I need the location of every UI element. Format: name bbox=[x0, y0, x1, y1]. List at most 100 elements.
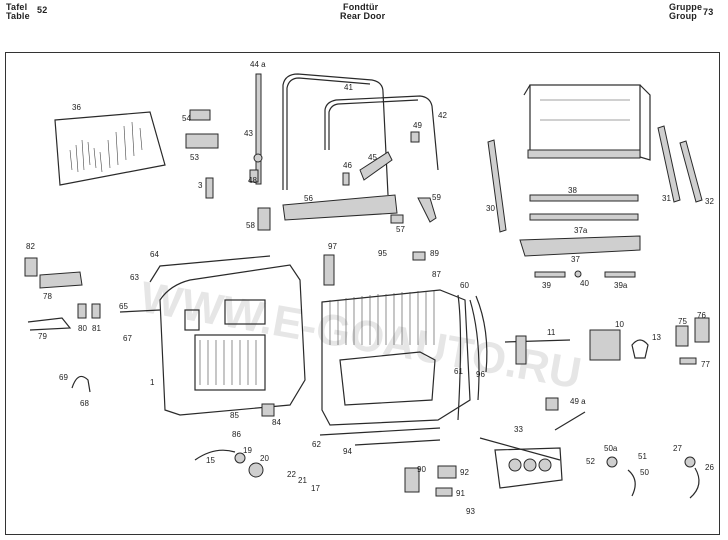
part-52 bbox=[606, 456, 618, 468]
label-78: 78 bbox=[43, 292, 52, 301]
vertical-strip-part bbox=[255, 73, 262, 185]
label-36: 36 bbox=[72, 103, 81, 112]
seal-61 bbox=[469, 299, 480, 401]
label-67: 67 bbox=[123, 334, 132, 343]
label-87: 87 bbox=[432, 270, 441, 279]
part-3 bbox=[205, 177, 214, 199]
label-49a: 49 a bbox=[570, 397, 586, 406]
part-40 bbox=[574, 270, 582, 278]
label-39: 39 bbox=[542, 281, 551, 290]
label-85: 85 bbox=[230, 411, 239, 420]
label-86: 86 bbox=[232, 430, 241, 439]
label-94: 94 bbox=[343, 447, 352, 456]
label-61: 61 bbox=[454, 367, 463, 376]
part-57 bbox=[390, 214, 404, 224]
label-50: 50 bbox=[640, 468, 649, 477]
label-96: 96 bbox=[476, 370, 485, 379]
part-49a bbox=[545, 397, 559, 411]
label-90: 90 bbox=[417, 465, 426, 474]
part-82 bbox=[24, 257, 38, 277]
label-59: 59 bbox=[432, 193, 441, 202]
seal-96 bbox=[475, 295, 488, 373]
part-97 bbox=[323, 254, 335, 286]
part-68 bbox=[71, 375, 91, 393]
handle-26 bbox=[689, 467, 700, 499]
handle-50 bbox=[627, 469, 636, 497]
label-32: 32 bbox=[705, 197, 714, 206]
lock-part-10 bbox=[589, 329, 621, 361]
label-48: 48 bbox=[248, 176, 257, 185]
label-30: 30 bbox=[486, 204, 495, 213]
group-label: Group bbox=[669, 11, 697, 21]
label-38: 38 bbox=[568, 186, 577, 195]
label-45: 45 bbox=[368, 153, 377, 162]
part-90 bbox=[404, 467, 420, 493]
part-84 bbox=[261, 403, 275, 417]
rod-65 bbox=[119, 309, 161, 313]
label-58: 58 bbox=[246, 221, 255, 230]
window-frame-seal-41-inner bbox=[286, 77, 371, 190]
strip-94 bbox=[354, 439, 441, 446]
part-76 bbox=[694, 317, 710, 343]
guide-rail-32 bbox=[679, 140, 703, 203]
part-19 bbox=[234, 452, 246, 464]
label-80: 80 bbox=[78, 324, 87, 333]
label-97: 97 bbox=[328, 242, 337, 251]
label-56: 56 bbox=[304, 194, 313, 203]
part-20 bbox=[248, 462, 264, 478]
label-77: 77 bbox=[701, 360, 710, 369]
label-39a: 39a bbox=[614, 281, 628, 290]
part-number-labels: 36 44 a 41 42 54 53 43 49 46 45 3 48 56 … bbox=[26, 60, 714, 516]
label-52: 52 bbox=[586, 457, 595, 466]
gruppe-label: Gruppe bbox=[669, 2, 703, 12]
label-64: 64 bbox=[150, 250, 159, 259]
seal-strip-63 bbox=[149, 255, 271, 283]
lock-rod-part bbox=[515, 335, 527, 365]
part-39a bbox=[604, 271, 636, 278]
label-11: 11 bbox=[547, 328, 556, 337]
window-glass-part bbox=[54, 111, 166, 186]
part-53 bbox=[185, 133, 219, 149]
label-93: 93 bbox=[466, 507, 475, 516]
part-75 bbox=[675, 325, 689, 347]
label-22: 22 bbox=[287, 470, 296, 479]
label-92: 92 bbox=[460, 468, 469, 477]
window-regulator-mechanism bbox=[479, 411, 586, 489]
label-26: 26 bbox=[705, 463, 714, 472]
rail-38 bbox=[529, 194, 639, 202]
part-91 bbox=[435, 487, 453, 497]
window-regulator-assembly bbox=[523, 84, 651, 161]
label-3: 3 bbox=[198, 181, 203, 190]
label-37: 37 bbox=[571, 255, 580, 264]
part-48 bbox=[249, 169, 259, 183]
rail-37 bbox=[519, 235, 641, 257]
table-label: Table bbox=[6, 11, 30, 21]
part-49 bbox=[410, 131, 420, 143]
door-trim-panel bbox=[321, 289, 471, 426]
part-89 bbox=[412, 251, 426, 261]
label-84: 84 bbox=[272, 418, 281, 427]
label-42: 42 bbox=[438, 111, 447, 120]
part-79 bbox=[27, 317, 72, 331]
label-91: 91 bbox=[456, 489, 465, 498]
label-95: 95 bbox=[378, 249, 387, 258]
label-53: 53 bbox=[190, 153, 199, 162]
part-81 bbox=[91, 303, 101, 319]
tafel-label: Tafel bbox=[6, 2, 28, 12]
handle-15 bbox=[194, 449, 236, 461]
label-79: 79 bbox=[38, 332, 47, 341]
group-number: 73 bbox=[703, 7, 714, 17]
part-13 bbox=[631, 339, 649, 359]
part-59 bbox=[417, 197, 437, 223]
label-31: 31 bbox=[662, 194, 671, 203]
table-number: 52 bbox=[37, 5, 48, 15]
label-89: 89 bbox=[430, 249, 439, 258]
guide-rail-30 bbox=[487, 139, 507, 233]
part-43 bbox=[253, 153, 263, 163]
label-1: 1 bbox=[150, 378, 155, 387]
label-57: 57 bbox=[396, 225, 405, 234]
label-68: 68 bbox=[80, 399, 89, 408]
diagram-frame bbox=[5, 52, 720, 535]
guide-rail-31 bbox=[657, 125, 681, 203]
label-33: 33 bbox=[514, 425, 523, 434]
